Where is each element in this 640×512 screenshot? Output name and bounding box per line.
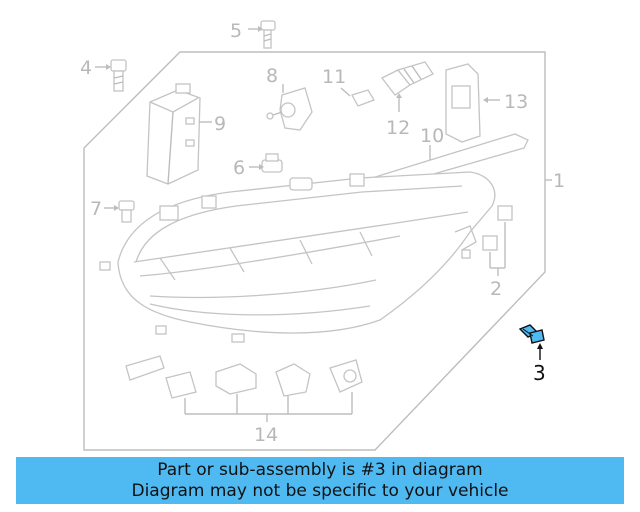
part-5-screw (248, 20, 276, 49)
part-3-bolt-highlighted[interactable] (518, 324, 545, 360)
label-4: 4 (80, 57, 92, 79)
part-13-led-driver (445, 63, 500, 143)
assembly-outline (83, 51, 546, 451)
headlamp-housing (99, 171, 496, 343)
part-4-bolt (95, 59, 127, 92)
label-13: 13 (504, 91, 528, 113)
label-10: 10 (420, 125, 444, 147)
banner-line-2: Diagram may not be specific to your vehi… (131, 481, 509, 501)
label-2: 2 (490, 278, 502, 300)
part-8-motor (266, 84, 313, 131)
label-5: 5 (230, 20, 242, 42)
label-7: 7 (90, 198, 102, 220)
label-8: 8 (266, 65, 278, 87)
label-3-highlighted: 3 (533, 361, 546, 385)
label-1: 1 (553, 170, 565, 192)
part-14-repair-brackets (125, 355, 363, 422)
label-9: 9 (214, 113, 226, 135)
label-12: 12 (386, 117, 410, 139)
part-9-module (146, 83, 212, 185)
banner-line-1: Part or sub-assembly is #3 in diagram (157, 460, 483, 480)
part-7-screw (104, 200, 135, 223)
info-banner: Part or sub-assembly is #3 in diagram Di… (16, 457, 624, 504)
part-11-connector (340, 87, 375, 107)
part-12-bulb-socket (381, 61, 434, 112)
label-14: 14 (254, 424, 278, 446)
label-11: 11 (322, 66, 346, 88)
part-2-clips (482, 205, 513, 276)
part-6-adjuster (249, 153, 283, 173)
label-6: 6 (233, 157, 245, 179)
